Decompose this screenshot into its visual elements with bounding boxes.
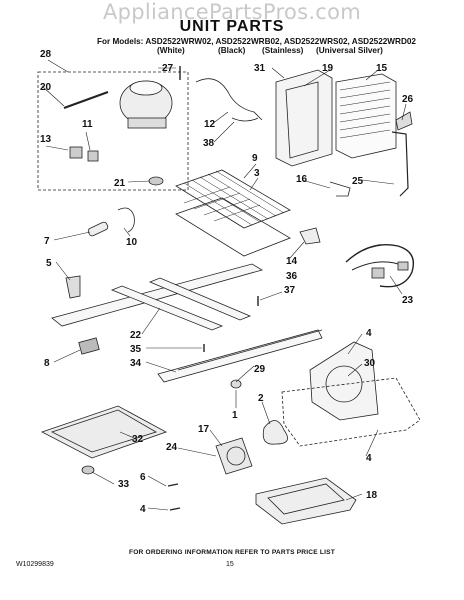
callout-11: 11 bbox=[82, 119, 93, 130]
part-20 bbox=[63, 91, 109, 109]
part-11 bbox=[87, 150, 99, 162]
part-19 bbox=[275, 69, 333, 167]
part-22 bbox=[51, 263, 264, 327]
callout-28: 28 bbox=[40, 49, 52, 60]
part-12 bbox=[195, 78, 263, 121]
part-32 bbox=[40, 405, 167, 459]
callout-17: 17 bbox=[198, 424, 210, 435]
callout-18: 18 bbox=[366, 490, 378, 501]
callout-8: 8 bbox=[44, 358, 50, 369]
part-7 bbox=[87, 221, 109, 237]
callout-12: 12 bbox=[204, 119, 216, 130]
callout-4-bottom: 4 bbox=[140, 504, 146, 515]
part-23 bbox=[345, 244, 415, 288]
callout-4-mid: 4 bbox=[366, 453, 372, 464]
callout-35: 35 bbox=[130, 344, 142, 355]
base-tray bbox=[281, 377, 421, 447]
part-14 bbox=[299, 227, 321, 245]
callout-31: 31 bbox=[254, 63, 266, 74]
watermark: AppliancePartsPros.com bbox=[102, 0, 362, 24]
callout-34: 34 bbox=[130, 358, 142, 369]
callout-2: 2 bbox=[258, 393, 264, 404]
part-2 bbox=[262, 420, 288, 445]
color-white: (White) bbox=[157, 46, 185, 55]
part-33 bbox=[81, 465, 95, 475]
callout-9: 9 bbox=[252, 153, 258, 164]
part-26 bbox=[395, 111, 413, 131]
callout-27: 27 bbox=[162, 63, 174, 74]
part-8 bbox=[78, 337, 100, 355]
part-30 bbox=[309, 341, 379, 421]
compressor-group-box bbox=[37, 71, 189, 191]
callout-30: 30 bbox=[364, 358, 376, 369]
callout-29: 29 bbox=[254, 364, 266, 375]
callout-36: 36 bbox=[286, 271, 298, 282]
callout-10: 10 bbox=[126, 237, 138, 248]
page-number: 15 bbox=[226, 561, 234, 568]
part-5 bbox=[65, 275, 81, 299]
callout-13: 13 bbox=[40, 134, 52, 145]
callout-21: 21 bbox=[114, 178, 126, 189]
ordering-info-footer: FOR ORDERING INFORMATION REFER TO PARTS … bbox=[129, 549, 335, 556]
document-number: W10299839 bbox=[16, 561, 54, 568]
callout-25: 25 bbox=[352, 176, 364, 187]
callout-3: 3 bbox=[254, 168, 260, 179]
callout-5: 5 bbox=[46, 258, 52, 269]
callout-22: 22 bbox=[130, 330, 142, 341]
color-black: (Black) bbox=[218, 46, 246, 55]
part-1 bbox=[230, 379, 242, 389]
callout-16: 16 bbox=[296, 174, 308, 185]
callout-37: 37 bbox=[284, 285, 296, 296]
part-17 bbox=[215, 437, 253, 475]
part-16 bbox=[329, 181, 351, 197]
callout-38: 38 bbox=[203, 138, 215, 149]
callout-33: 33 bbox=[118, 479, 130, 490]
callout-19: 19 bbox=[322, 63, 334, 74]
part-25 bbox=[391, 131, 409, 197]
models-line: For Models: ASD2522WRW02, ASD2522WRB02, … bbox=[97, 37, 416, 46]
color-stainless: (Stainless) bbox=[262, 46, 304, 55]
part-13 bbox=[69, 146, 83, 159]
callout-26: 26 bbox=[402, 94, 414, 105]
callout-24: 24 bbox=[166, 442, 178, 453]
part-3 bbox=[175, 169, 291, 229]
callout-23: 23 bbox=[402, 295, 414, 306]
callout-4-top: 4 bbox=[366, 328, 372, 339]
part-21 bbox=[148, 176, 164, 186]
callout-32: 32 bbox=[132, 434, 144, 445]
color-universal-silver: (Universal Silver) bbox=[316, 46, 383, 55]
callout-1: 1 bbox=[232, 410, 238, 421]
callout-7: 7 bbox=[44, 236, 50, 247]
callout-20: 20 bbox=[40, 82, 52, 93]
part-15 bbox=[335, 73, 397, 159]
part-18 bbox=[255, 477, 357, 525]
callout-15: 15 bbox=[376, 63, 388, 74]
page-title: UNIT PARTS bbox=[179, 18, 285, 35]
part-10 bbox=[117, 207, 135, 233]
callout-6: 6 bbox=[140, 472, 146, 483]
callout-14: 14 bbox=[286, 256, 298, 267]
part-34 bbox=[157, 329, 323, 383]
